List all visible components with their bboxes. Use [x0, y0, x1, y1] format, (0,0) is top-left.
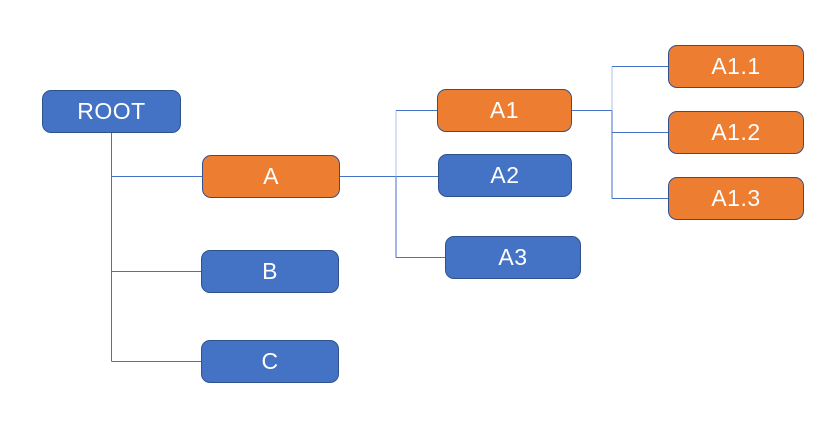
node-a12[interactable]: A1.2	[668, 111, 804, 154]
node-root[interactable]: ROOT	[42, 90, 181, 133]
node-a13-label: A1.3	[711, 185, 761, 211]
node-a2[interactable]: A2	[438, 154, 572, 197]
node-a11-label: A1.1	[711, 53, 761, 79]
node-c[interactable]: C	[201, 340, 339, 383]
node-b[interactable]: B	[201, 250, 339, 293]
node-a3[interactable]: A3	[445, 236, 581, 279]
node-a12-label: A1.2	[711, 119, 761, 145]
node-a1[interactable]: A1	[437, 89, 572, 132]
node-root-label: ROOT	[77, 98, 146, 124]
node-a1-label: A1	[489, 97, 520, 123]
node-b-label: B	[262, 258, 278, 284]
node-c-label: C	[261, 348, 279, 374]
node-a-label: A	[263, 163, 279, 189]
node-a11[interactable]: A1.1	[668, 45, 804, 88]
node-a2-label: A2	[490, 162, 520, 188]
node-a3-label: A3	[498, 244, 528, 270]
node-a13[interactable]: A1.3	[668, 177, 804, 220]
node-a[interactable]: A	[202, 155, 340, 198]
